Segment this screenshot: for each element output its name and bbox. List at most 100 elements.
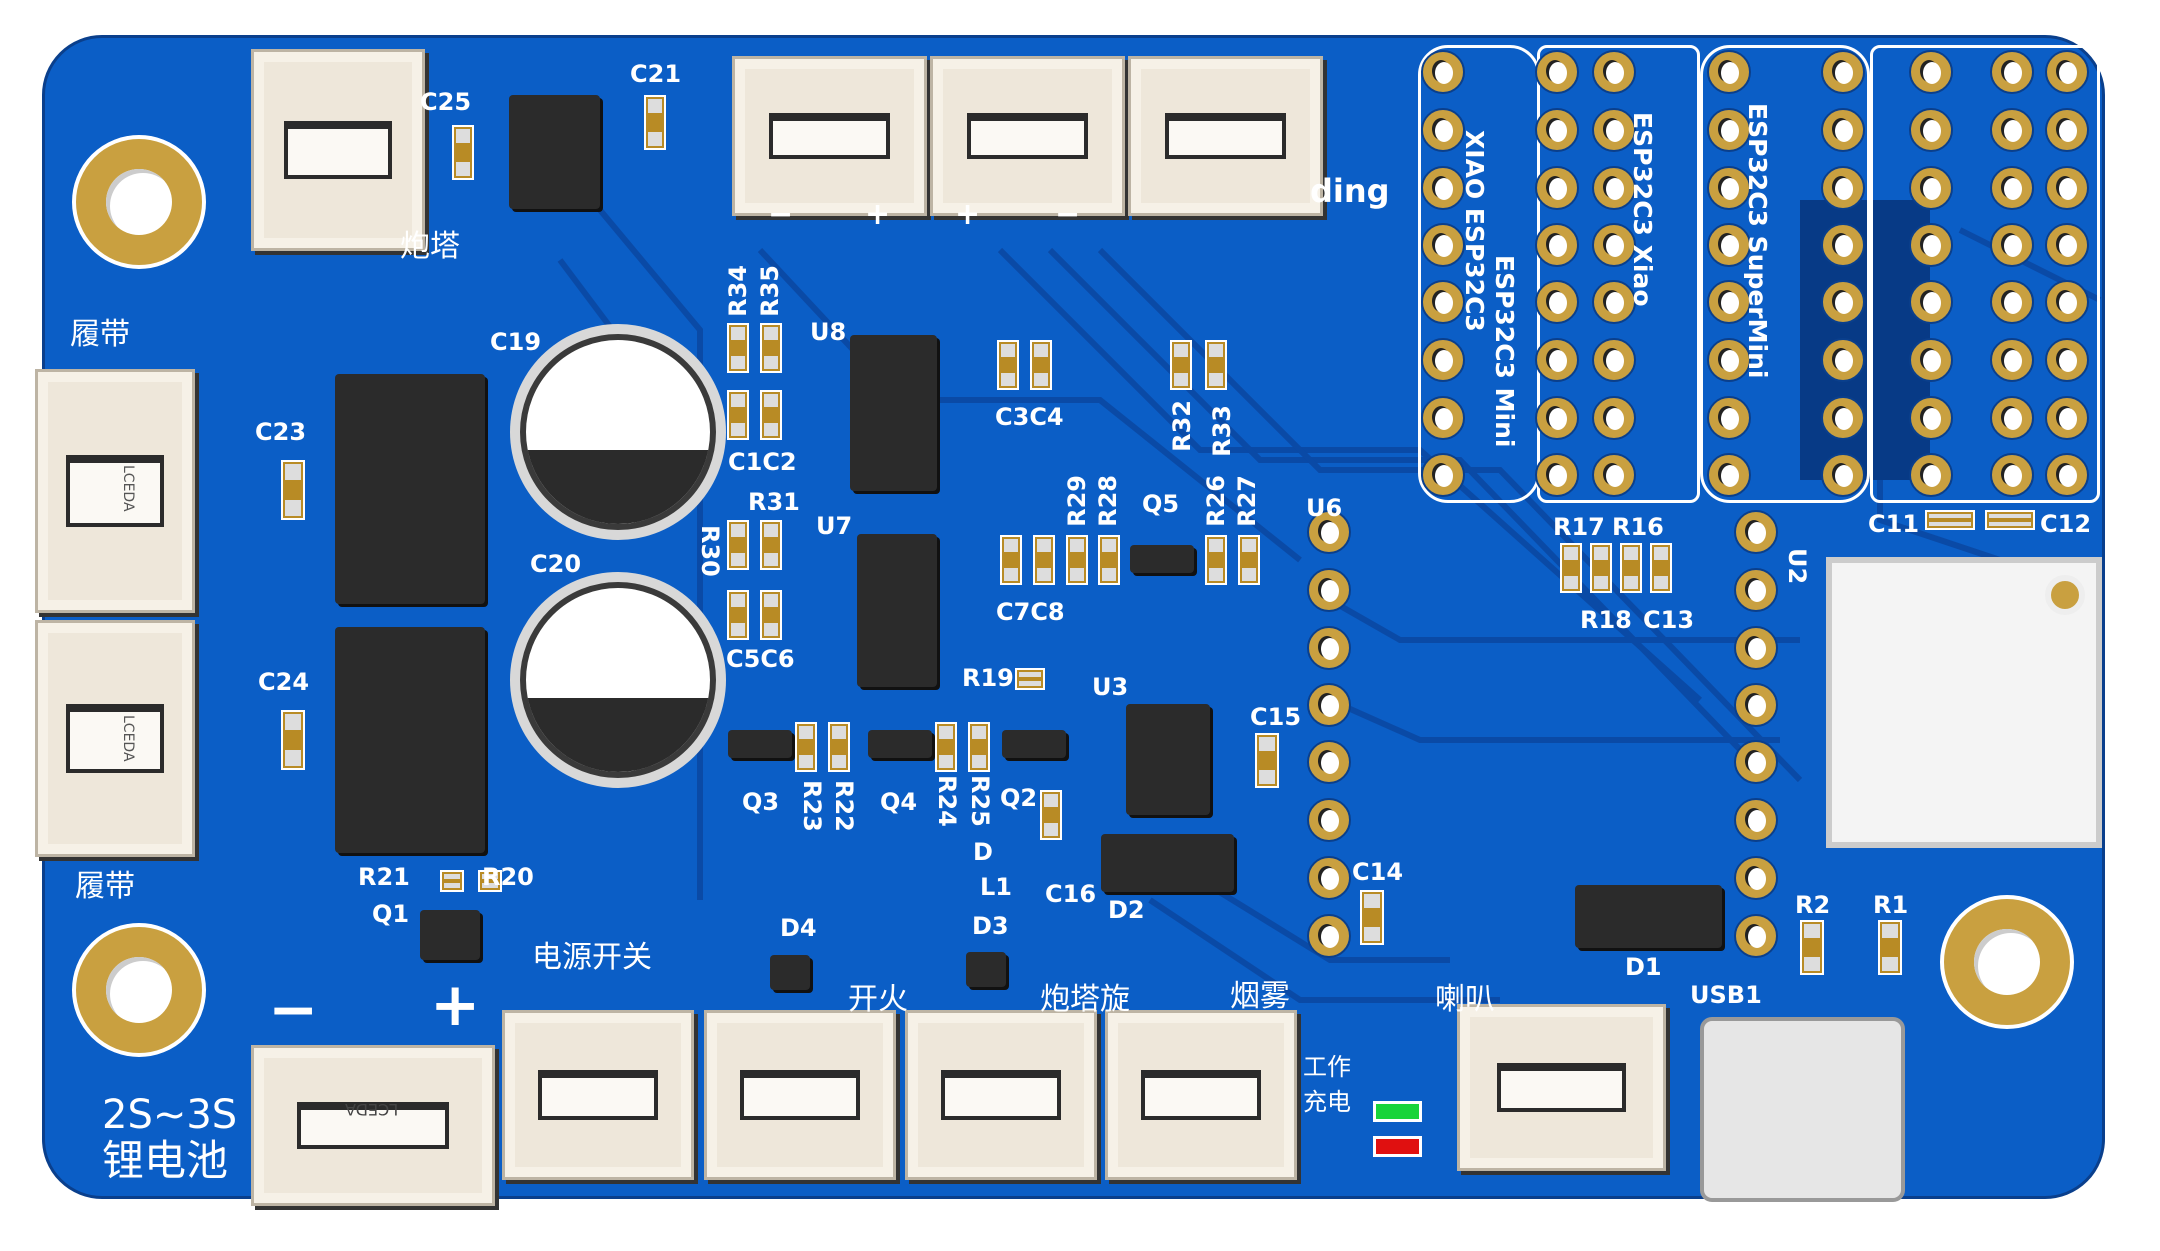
- header-pad: [1592, 223, 1636, 267]
- label-Q5: Q5: [1142, 490, 1180, 518]
- header-pad: [2045, 223, 2089, 267]
- header-pad: [1421, 166, 1465, 210]
- R29-resistor: [1066, 535, 1088, 585]
- motor-driver-ic-bottom: [335, 627, 485, 853]
- header-pad: [1990, 338, 2034, 382]
- label-top-conn-1-minus: −: [768, 197, 794, 232]
- header-pad: [1421, 108, 1465, 152]
- C15-cap: [1255, 733, 1279, 788]
- label-C15: C15: [1250, 703, 1302, 731]
- D2-diode: [1101, 834, 1234, 892]
- label-R31: R31: [748, 488, 800, 516]
- fiducial: [2045, 575, 2085, 615]
- header-pad: [1421, 50, 1465, 94]
- header-pad: [1707, 108, 1751, 152]
- header-pad: [1535, 223, 1579, 267]
- module-pad: [1307, 740, 1351, 784]
- header-pad: [1990, 108, 2034, 152]
- label-C14: C14: [1352, 858, 1404, 886]
- D4-diode: [770, 955, 810, 990]
- header-pad: [1821, 166, 1865, 210]
- header-pad: [1821, 338, 1865, 382]
- mounting-hole: [72, 923, 206, 1057]
- header-pad: [2045, 396, 2089, 440]
- top-connector-2: [930, 56, 1125, 216]
- C4-cap: [1030, 340, 1052, 390]
- header-pad: [1535, 280, 1579, 324]
- label-Q3: Q3: [742, 788, 780, 816]
- label-U6: U6: [1306, 494, 1343, 522]
- R25-resistor: [968, 722, 990, 772]
- label-work: 工作: [1303, 1053, 1351, 1081]
- label-USB1: USB1: [1690, 981, 1762, 1009]
- module-pad: [1734, 568, 1778, 612]
- header-pad: [1909, 50, 1953, 94]
- label-U3: U3: [1092, 673, 1129, 701]
- header-pad: [1592, 108, 1636, 152]
- soic-ic: [509, 95, 600, 209]
- label-C12: C12: [2040, 510, 2092, 538]
- label-R2: R2: [1795, 891, 1831, 919]
- U8-regulator: [850, 335, 937, 491]
- Q3-transistor: [728, 730, 792, 758]
- label-D3: D3: [972, 912, 1009, 940]
- header-pad: [1909, 108, 1953, 152]
- R19-resistor: [1015, 668, 1045, 690]
- label-U7: U7: [816, 512, 853, 540]
- module-pad: [1307, 798, 1351, 842]
- label-charge: 充电: [1303, 1088, 1351, 1116]
- electrolytic-cap-C19: [520, 334, 716, 530]
- label-turret-rotate: 炮塔旋: [1040, 982, 1130, 1017]
- label-R26: R26: [1202, 475, 1230, 527]
- R27-resistor: [1238, 535, 1260, 585]
- label-R18: R18: [1580, 606, 1632, 634]
- R30-resistor: [727, 520, 749, 570]
- work-led-green: [1373, 1101, 1422, 1122]
- header-pad: [1592, 280, 1636, 324]
- usb-c-port: [1700, 1017, 1905, 1202]
- header-pad: [1909, 280, 1953, 324]
- C14-cap: [1360, 890, 1384, 945]
- label-battery-name: 锂电池: [102, 1136, 229, 1185]
- battery-connector: [251, 1045, 495, 1206]
- label-C21: C21: [630, 60, 682, 88]
- header-pad: [1990, 50, 2034, 94]
- header-pad: [1535, 50, 1579, 94]
- U7-regulator: [857, 534, 937, 687]
- label-D: D: [973, 838, 993, 866]
- R22-resistor: [828, 722, 850, 772]
- R21-resistor: [440, 870, 464, 892]
- header-pad: [2045, 280, 2089, 324]
- header-pad: [1821, 453, 1865, 497]
- label-C1C2: C1C2: [728, 448, 797, 476]
- module-pad: [1307, 510, 1351, 554]
- header-pad: [1535, 453, 1579, 497]
- header-pad: [2045, 166, 2089, 210]
- label-R20: R20: [482, 863, 534, 891]
- header-pad: [1421, 223, 1465, 267]
- header-pad: [2045, 453, 2089, 497]
- module-pad: [1734, 914, 1778, 958]
- header-pad: [1592, 453, 1636, 497]
- label-top-conn-2-minus: −: [1055, 197, 1081, 232]
- track-connector-top: [35, 369, 195, 613]
- label-battery-minus: −: [268, 975, 319, 1045]
- header-pad: [1821, 280, 1865, 324]
- label-Q1: Q1: [372, 900, 410, 928]
- label-esp32c3-supermini: ESP32C3 SuperMini: [1743, 103, 1772, 379]
- D3-diode: [966, 952, 1006, 987]
- header-pad: [1592, 338, 1636, 382]
- R24-resistor: [935, 722, 957, 772]
- trace: [557, 258, 623, 342]
- C24-cap: [281, 710, 305, 770]
- label-R32: R32: [1168, 400, 1196, 452]
- connector-brand: LCEDA: [120, 465, 136, 512]
- header-pad: [1421, 396, 1465, 440]
- label-R35: R35: [756, 265, 784, 317]
- R35-resistor: [760, 323, 782, 373]
- header-pad: [1535, 338, 1579, 382]
- label-R21: R21: [358, 863, 410, 891]
- C2-cap: [760, 390, 782, 440]
- module-pad: [1307, 914, 1351, 958]
- header-pad: [1821, 50, 1865, 94]
